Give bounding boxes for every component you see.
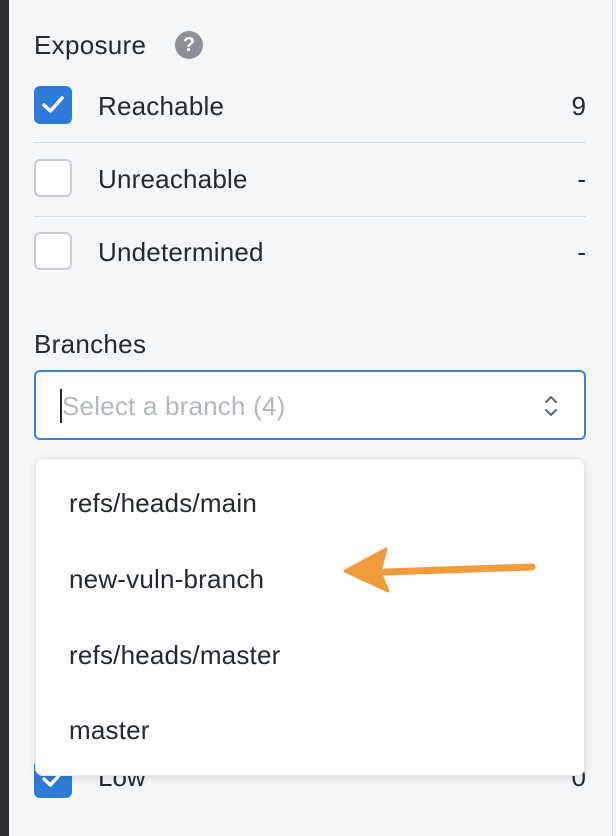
left-panel-edge — [0, 0, 9, 836]
checkbox-reachable[interactable] — [34, 86, 72, 124]
chevron-up-down-icon[interactable] — [544, 393, 558, 419]
branch-dropdown-menu: refs/heads/main new-vuln-branch refs/hea… — [35, 458, 585, 776]
branches-title: Branches — [34, 329, 147, 359]
filter-count: - — [577, 237, 586, 267]
filter-row-undetermined[interactable]: Undetermined - — [34, 215, 586, 289]
branch-option-refs-heads-main[interactable]: refs/heads/main — [69, 488, 257, 518]
exposure-title: Exposure — [34, 30, 147, 60]
filter-label: Reachable — [98, 91, 225, 121]
filter-row-low[interactable]: Low 0 — [34, 760, 586, 800]
filter-count: 9 — [571, 91, 586, 121]
filter-row-unreachable[interactable]: Unreachable - — [34, 142, 586, 217]
branch-option-new-vuln-branch[interactable]: new-vuln-branch — [69, 564, 265, 594]
filter-count: - — [577, 164, 586, 194]
help-icon[interactable]: ? — [175, 31, 203, 59]
filter-label: Undetermined — [98, 237, 264, 267]
checkbox-undetermined[interactable] — [34, 232, 72, 270]
branch-option-master[interactable]: master — [69, 715, 150, 745]
filter-row-reachable[interactable]: Reachable 9 — [34, 68, 586, 143]
branch-select-placeholder: Select a branch (4) — [62, 391, 286, 421]
filter-label: Unreachable — [98, 164, 248, 194]
branch-option-refs-heads-master[interactable]: refs/heads/master — [69, 640, 281, 670]
checkmark-icon — [42, 96, 64, 113]
panel-right-border — [612, 0, 613, 836]
checkbox-unreachable[interactable] — [34, 159, 72, 197]
text-cursor — [60, 389, 62, 423]
branch-select[interactable]: Select a branch (4) — [34, 370, 586, 440]
checkmark-icon — [42, 770, 64, 787]
